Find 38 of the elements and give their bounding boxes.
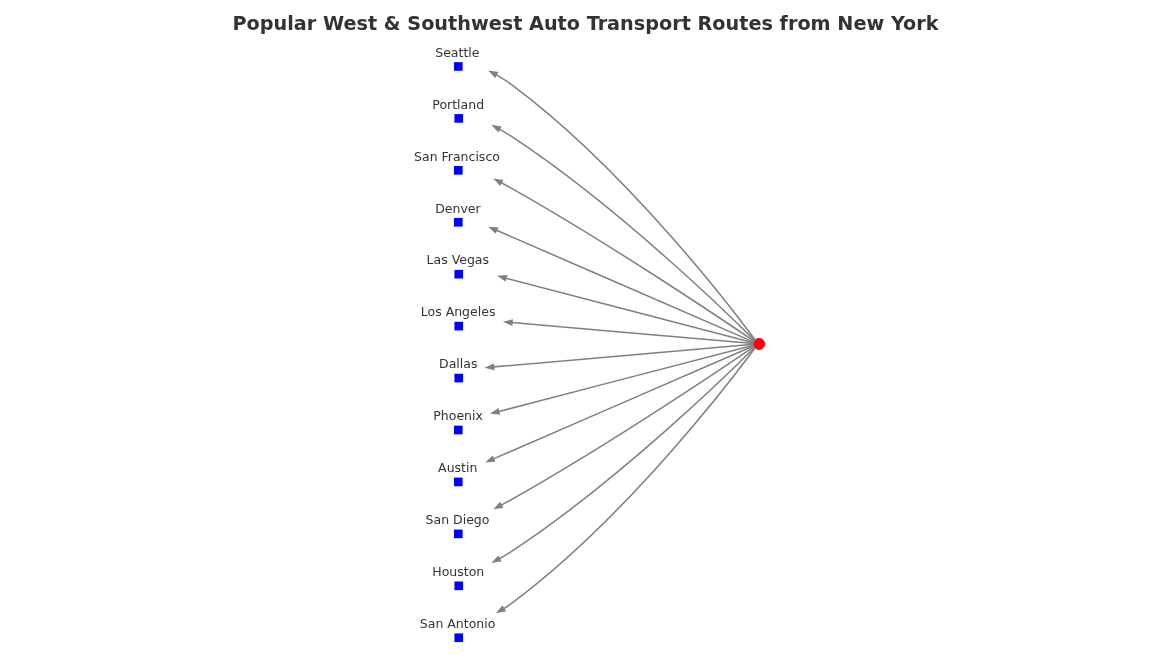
arrow (496, 275, 754, 344)
node-label: San Antonio (419, 616, 495, 632)
arrow (490, 124, 755, 342)
node-box (453, 269, 463, 279)
node-box (453, 633, 463, 643)
node-label: Las Vegas (426, 252, 489, 268)
node-cross (752, 337, 765, 350)
node-box (453, 217, 463, 227)
node-label: Houston (431, 564, 484, 580)
node-box (453, 529, 463, 539)
arrow (487, 70, 756, 341)
arrow (490, 346, 755, 564)
arrow (484, 345, 754, 463)
arrow (483, 343, 754, 371)
node-box (453, 425, 463, 435)
arrow (492, 178, 755, 342)
node-label: San Diego (425, 512, 489, 528)
node-label: Portland (431, 96, 484, 112)
node-label: Seattle (434, 44, 479, 60)
node-label: Denver (434, 200, 481, 216)
arrow (492, 345, 755, 510)
arrow (502, 319, 754, 345)
node-box (453, 62, 463, 71)
arrow (495, 347, 756, 614)
node-box (453, 321, 463, 331)
node-box (453, 477, 463, 487)
node-label: Austin (437, 460, 477, 476)
node-label: Phoenix (432, 408, 483, 424)
arrow (487, 226, 754, 343)
node-label: San Francisco (413, 148, 500, 164)
node-box (453, 114, 463, 123)
diagram-title: Popular West & Southwest Auto Transport Routes from New York (232, 12, 939, 36)
node-label: Dallas (438, 356, 477, 372)
node-box (453, 166, 463, 175)
node-box (453, 373, 463, 383)
node-box (453, 581, 463, 591)
node-label: Los Angeles (420, 304, 495, 320)
arrow (489, 344, 754, 415)
